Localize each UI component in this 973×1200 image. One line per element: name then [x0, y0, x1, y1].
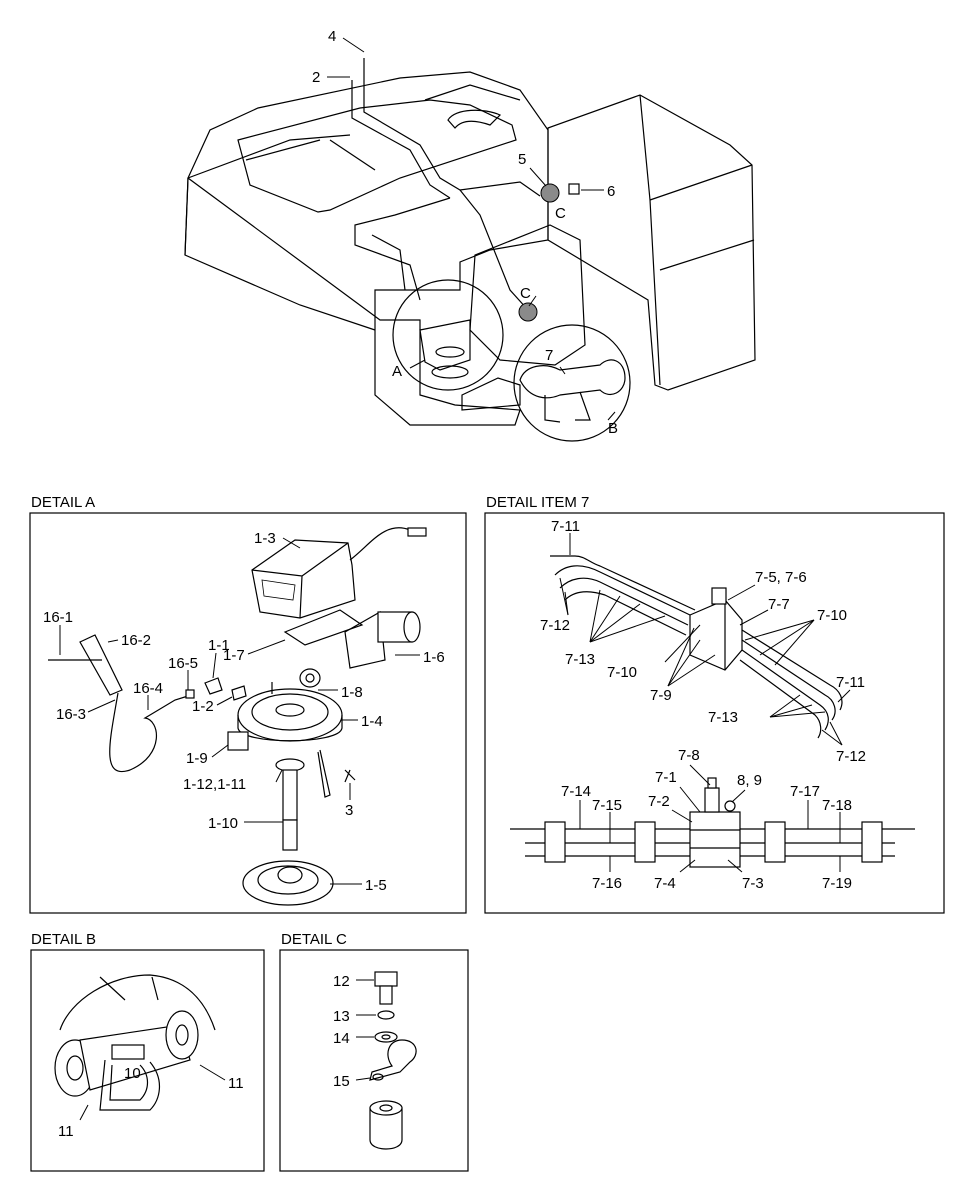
label-1-1: 1-1	[208, 637, 230, 654]
label-7-13-left: 7-13	[565, 651, 595, 668]
label-8-9: 8, 9	[737, 772, 762, 789]
label-16-1: 16-1	[43, 609, 73, 626]
label-7-11-right: 7-11	[836, 674, 865, 691]
label-7-1: 7-1	[655, 769, 677, 786]
label-b: B	[608, 420, 618, 437]
label-6: 6	[607, 183, 615, 200]
label-7-15: 7-15	[592, 797, 622, 814]
detail-a-box	[29, 512, 467, 914]
label-7-17: 7-17	[790, 783, 820, 800]
label-7-19: 7-19	[822, 875, 852, 892]
label-16-5: 16-5	[168, 655, 198, 672]
label-16-3: 16-3	[56, 706, 86, 723]
detail-b-title: DETAIL B	[31, 931, 96, 948]
label-3: 3	[345, 802, 353, 819]
detail-c-title: DETAIL C	[281, 931, 347, 948]
label-7-4: 7-4	[654, 875, 676, 892]
label-1-4: 1-4	[361, 713, 383, 730]
label-7-14: 7-14	[561, 783, 591, 800]
label-1-12-1-11: 1-12,1-11	[183, 776, 246, 793]
label-4: 4	[328, 28, 336, 45]
label-1-2: 1-2	[192, 698, 214, 715]
label-10: 10	[124, 1065, 141, 1082]
label-12: 12	[333, 973, 350, 990]
label-7-16: 7-16	[592, 875, 622, 892]
detail-item-7-title: DETAIL ITEM 7	[486, 494, 589, 511]
label-7-9: 7-9	[650, 687, 672, 704]
label-7-3: 7-3	[742, 875, 764, 892]
label-7-10-left: 7-10	[607, 664, 637, 681]
label-7: 7	[545, 347, 553, 364]
label-7-12-right: 7-12	[836, 748, 866, 765]
label-1-5: 1-5	[365, 877, 387, 894]
label-13: 13	[333, 1008, 350, 1025]
label-1-9: 1-9	[186, 750, 208, 767]
label-a: A	[392, 363, 402, 380]
label-7-10-right: 7-10	[817, 607, 847, 624]
label-7-5-7-6: 7-5, 7-6	[755, 569, 807, 586]
label-1-8: 1-8	[341, 684, 363, 701]
label-c-upper: C	[555, 205, 566, 222]
detail-item-7-box	[484, 512, 945, 914]
detail-a-title: DETAIL A	[31, 494, 95, 511]
label-1-6: 1-6	[423, 649, 445, 666]
detail-c-drawing: 12 13 14 15	[333, 971, 417, 1150]
label-15: 15	[333, 1073, 350, 1090]
label-5: 5	[518, 151, 526, 168]
label-11-left: 11	[58, 1123, 74, 1140]
detail-b-box	[30, 949, 265, 1172]
label-c-lower: C	[520, 285, 531, 302]
label-1-7: 1-7	[223, 647, 245, 664]
label-11-right: 11	[228, 1075, 244, 1092]
detail-b-drawing: 10 11 11	[54, 974, 244, 1140]
label-16-2: 16-2	[121, 632, 151, 649]
label-7-18: 7-18	[822, 797, 852, 814]
label-1-10: 1-10	[208, 815, 238, 832]
label-7-13-right: 7-13	[708, 709, 738, 726]
label-2: 2	[312, 69, 320, 86]
label-7-2: 7-2	[648, 793, 670, 810]
label-7-12-left: 7-12	[540, 617, 570, 634]
label-16-4: 16-4	[133, 680, 163, 697]
label-7-11-top: 7-11	[551, 518, 580, 535]
label-1-3: 1-3	[254, 530, 276, 547]
machine-overview: 4 2 5 6 C C 7 A B	[184, 28, 756, 442]
detail-a-drawing: 1-3 1-7 1-6 1-8 1-4 1-1 1-2 1-9 1-12,1-1…	[43, 527, 445, 906]
label-7-8: 7-8	[678, 747, 700, 764]
label-14: 14	[333, 1030, 350, 1047]
detail-c-box	[279, 949, 469, 1172]
label-7-7: 7-7	[768, 596, 790, 613]
detail-item-7-drawing: 7-11 7-12 7-13 7-10 7-9 7-5, 7-6 7-7 7-1…	[510, 518, 915, 892]
